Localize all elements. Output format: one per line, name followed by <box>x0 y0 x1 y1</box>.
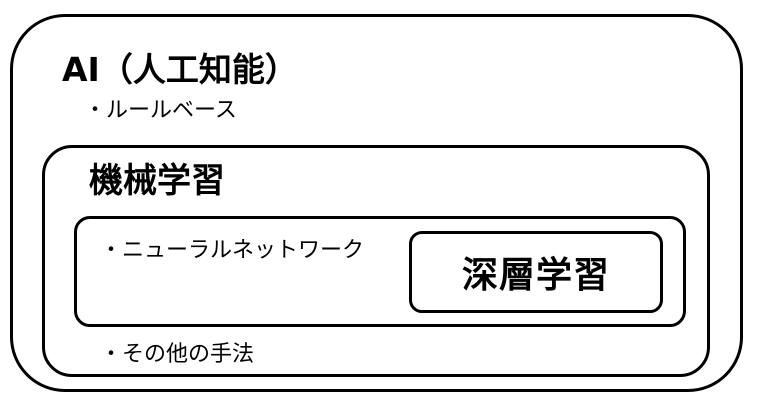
rule-based-item: ・ルールベース <box>84 98 237 123</box>
machine-learning-title: 機械学習 <box>89 161 225 201</box>
other-methods-item: ・その他の手法 <box>100 342 255 367</box>
machine-learning-box <box>42 145 710 377</box>
neural-network-item: ・ニューラルネットワーク <box>100 238 365 263</box>
ai-title: AI（人工知能） <box>62 50 298 89</box>
deep-learning-title: 深層学習 <box>461 255 610 296</box>
ai-box <box>10 14 743 392</box>
deep-learning-box: 深層学習 <box>409 231 663 313</box>
neural-network-box <box>74 216 686 327</box>
